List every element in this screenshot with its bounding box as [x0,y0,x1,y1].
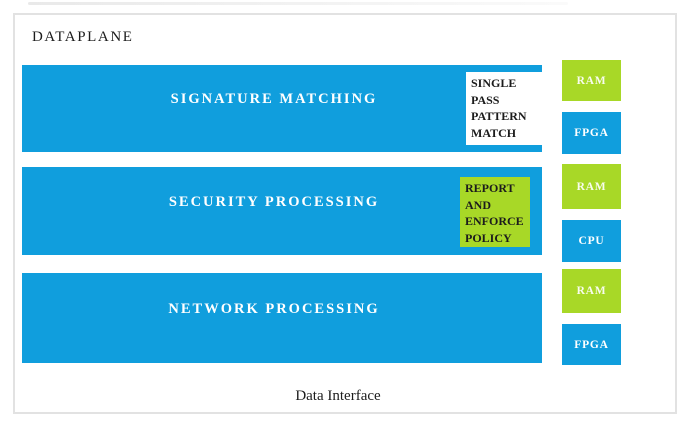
data-interface-caption: Data Interface [295,388,381,404]
chip-cpu: CPU [562,220,621,262]
callout-report-and-enforce-policy: REPORT AND ENFORCE POLICY [460,177,530,247]
chip-ram-1: RAM [562,60,621,101]
block-signature-matching: SIGNATURE MATCHING SINGLE PASS PATTERN M… [22,65,542,152]
dataplane-container: DATAPLANE SIGNATURE MATCHING SINGLE PASS… [13,13,677,414]
block-label: SECURITY PROCESSING [168,193,380,210]
chip-fpga-1: FPGA [562,112,621,154]
block-security-processing: SECURITY PROCESSING REPORT AND ENFORCE P… [22,167,542,255]
block-label: NETWORK PROCESSING [168,300,380,317]
chip-fpga-2: FPGA [562,324,621,365]
callout-single-pass-pattern-match: SINGLE PASS PATTERN MATCH [466,72,542,145]
chip-ram-2: RAM [562,164,621,209]
block-network-processing: NETWORK PROCESSING [22,273,542,363]
screenshot-edge-artifact [28,2,568,5]
dataplane-title: DATAPLANE [32,29,134,45]
block-label: SIGNATURE MATCHING [170,91,378,107]
chip-ram-3: RAM [562,269,621,313]
